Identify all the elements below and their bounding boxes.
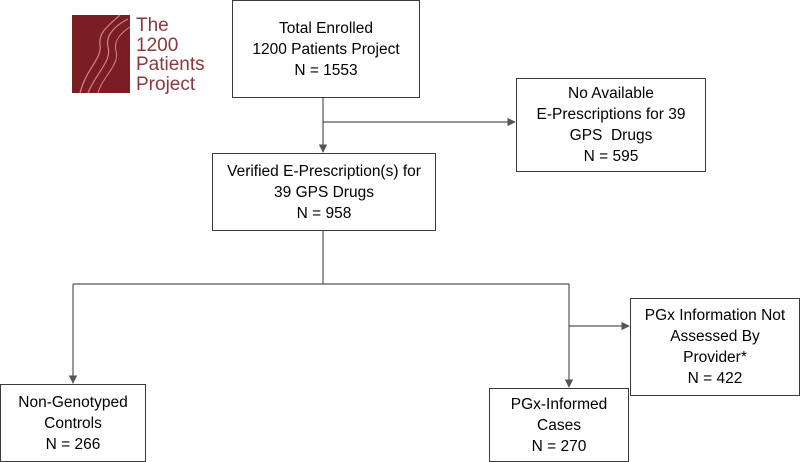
verified-prescriptions-box: Verified E-Prescription(s) for 39 GPS Dr… [212, 153, 436, 231]
logo-text: The 1200 Patients Project [136, 16, 205, 94]
box-line: Controls [44, 414, 102, 432]
logo-swirl-icon [79, 15, 130, 93]
box-line: PGx Information Not [644, 307, 786, 324]
box-line: No Available [568, 85, 654, 102]
pgx-informed-cases-box: PGx-Informed Cases N = 270 [489, 388, 629, 462]
box-line: E-Prescriptions for 39 [536, 106, 686, 123]
box-line: 1200 Patients Project [252, 40, 400, 58]
box-count: N = 270 [531, 437, 587, 455]
box-line: Non-Genotyped [18, 393, 128, 411]
box-line: PGx-Informed [510, 395, 608, 413]
logo-line: Project [136, 73, 196, 95]
pgx-not-assessed-box: PGx Information Not Assessed By Provider… [630, 298, 800, 396]
total-enrolled-box: Total Enrolled 1200 Patients Project N =… [232, 0, 420, 98]
box-count: N = 266 [45, 435, 101, 453]
box-line: Cases [537, 416, 581, 434]
box-count: N = 1553 [294, 61, 358, 79]
logo-line: The [136, 15, 169, 36]
box-line: 39 GPS Drugs [274, 183, 374, 201]
no-available-box: No Available E-Prescriptions for 39 GPS … [516, 78, 706, 172]
logo-line: Patients [136, 54, 205, 75]
box-line: GPS Drugs [569, 127, 653, 144]
box-line: Assessed By [670, 328, 760, 345]
project-logo: The 1200 Patients Project [72, 15, 222, 95]
non-genotyped-controls-box: Non-Genotyped Controls N = 266 [0, 384, 146, 462]
box-count: N = 422 [687, 370, 743, 387]
box-count: N = 958 [296, 204, 352, 222]
box-count: N = 595 [583, 148, 639, 165]
box-line: Verified E-Prescription(s) for [227, 162, 421, 180]
box-line: Provider* [683, 349, 747, 366]
logo-line: 1200 [136, 34, 179, 56]
box-line: Total Enrolled [279, 19, 373, 37]
logo-mark [72, 15, 130, 93]
